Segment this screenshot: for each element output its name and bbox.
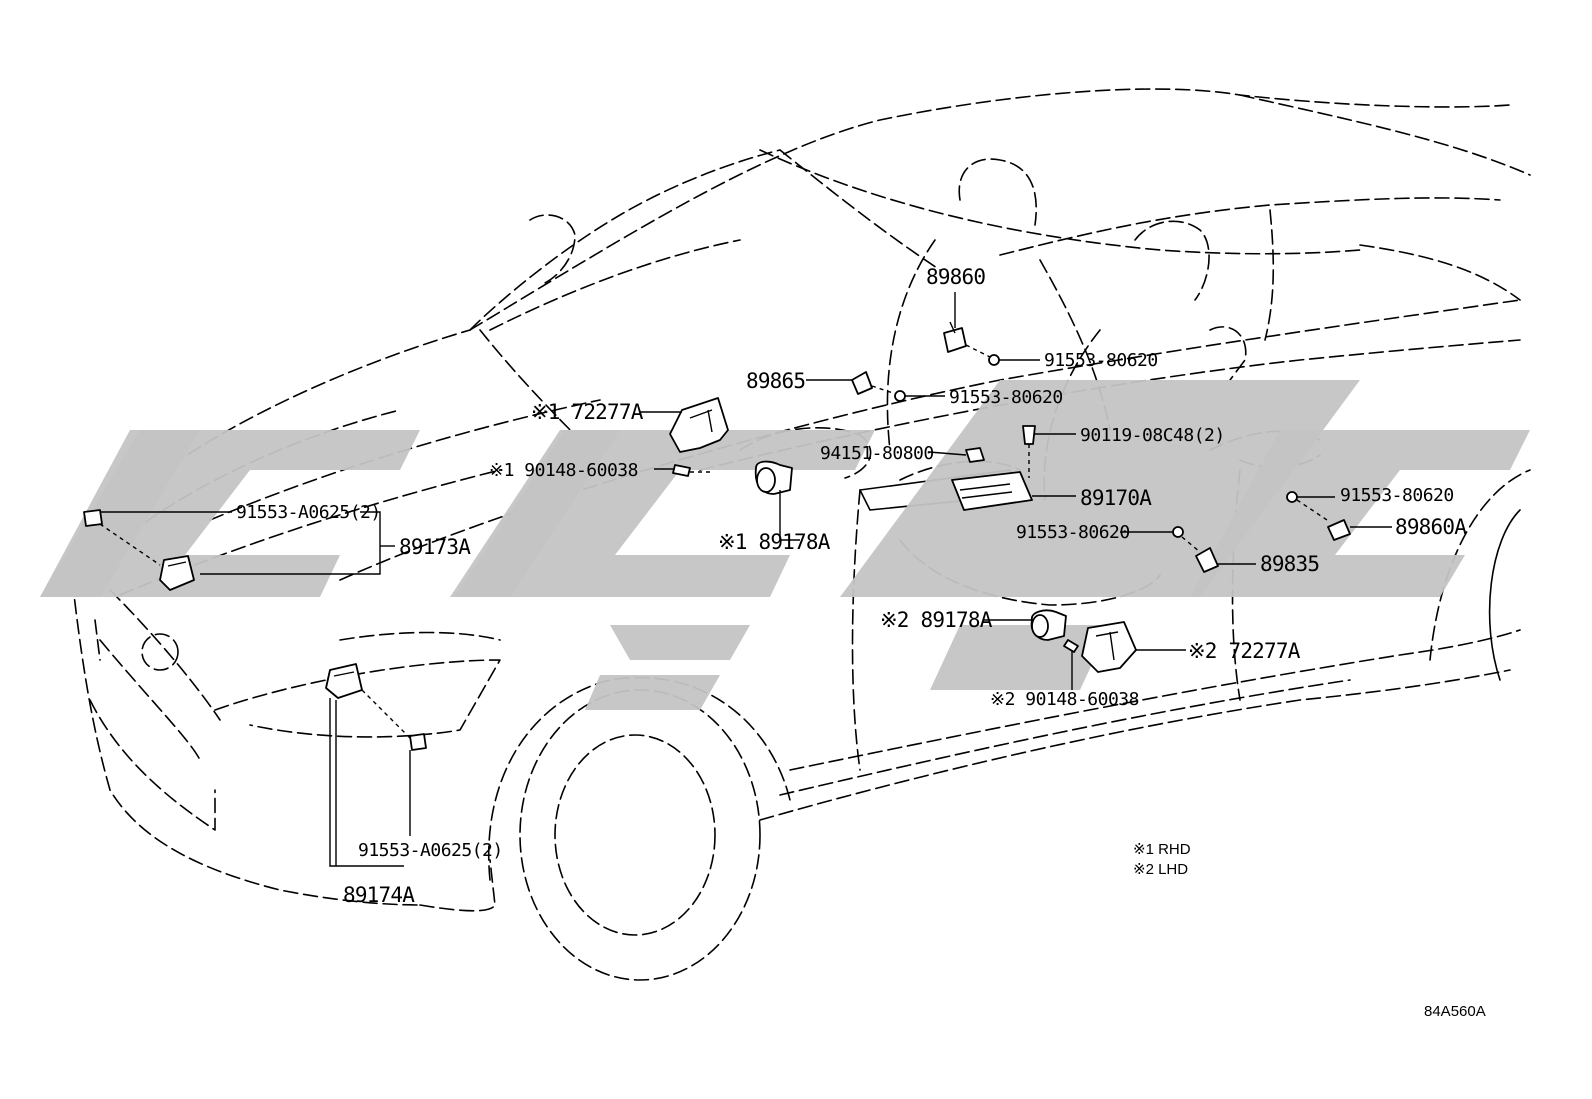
label-89178a-lhd: ※2 89178A <box>880 608 993 632</box>
label-89860a: 89860A <box>1395 515 1467 539</box>
watermark-logo <box>40 380 1530 710</box>
label-91553-80620-right: 91553-80620 <box>1340 485 1454 506</box>
part-89178a-rhd <box>754 460 800 541</box>
part-89173a <box>83 509 395 591</box>
part-72277a-rhd <box>640 397 729 453</box>
label-91553-80620-upper: 91553-80620 <box>1044 350 1158 371</box>
part-89835 <box>1181 536 1256 573</box>
label-89860: 89860 <box>926 265 985 289</box>
nut-94151-80800 <box>928 447 985 463</box>
bolt-91553-80620-right <box>1286 491 1335 503</box>
label-72277a-lhd: ※2 72277A <box>1188 639 1301 663</box>
legend-rhd: ※1 RHD <box>1133 841 1191 858</box>
bolt-91553-80620-upper <box>965 344 1040 366</box>
label-89865: 89865 <box>746 369 805 393</box>
part-72277a-lhd <box>1081 621 1186 673</box>
screw-90148-60038-rhd <box>654 464 710 477</box>
label-91553-80620-second: 91553-80620 <box>949 387 1063 408</box>
part-89174a <box>325 663 427 867</box>
part-89178a-lhd <box>984 609 1067 641</box>
label-89178a-rhd: ※1 89178A <box>718 530 831 554</box>
legend: ※1 RHD ※2 LHD <box>1133 841 1191 878</box>
drawing-code: 84A560A <box>1424 1003 1486 1020</box>
bolt-91553-80620-lower <box>1120 526 1184 538</box>
label-89170a: 89170A <box>1080 486 1152 510</box>
label-89174a: 89174A <box>343 883 415 907</box>
part-89170a-ecu <box>951 471 1076 511</box>
bolt-90119-08c48 <box>1022 425 1076 478</box>
screw-90148-60038-lhd <box>1063 639 1079 690</box>
label-94151-80800: 94151-80800 <box>820 443 934 464</box>
label-91553-80620-lower: 91553-80620 <box>1016 522 1130 543</box>
label-90119-08c48: 90119-08C48(2) <box>1080 425 1225 446</box>
label-89173a: 89173A <box>399 535 471 559</box>
legend-lhd: ※2 LHD <box>1133 861 1188 878</box>
label-90148-60038-rhd: ※1 90148-60038 <box>489 460 638 481</box>
bolt-91553-80620-second <box>871 385 945 402</box>
label-91553-a0625-top: 91553-A0625(2) <box>236 502 381 523</box>
label-91553-a0625-bottom: 91553-A0625(2) <box>358 840 503 861</box>
label-90148-60038-lhd: ※2 90148-60038 <box>990 689 1139 710</box>
part-89865 <box>806 371 873 395</box>
label-89835: 89835 <box>1260 552 1319 576</box>
label-72277a-rhd: ※1 72277A <box>531 400 644 424</box>
part-89860 <box>943 292 967 353</box>
callout-labels: 89860 91553-80620 89865 91553-80620 ※1 7… <box>236 265 1468 907</box>
part-89860a <box>1296 499 1392 541</box>
